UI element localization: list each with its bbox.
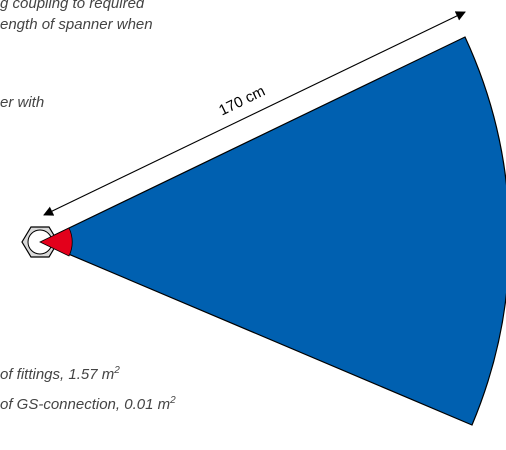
instruction-line-2: ength of spanner when <box>0 16 153 33</box>
legend-fittings: of fittings, 1.57 m2 <box>0 360 120 385</box>
dimension-label: 170 cm <box>216 83 268 120</box>
legend-fittings-exponent: 2 <box>114 365 120 376</box>
legend-fittings-text: of fittings, 1.57 m <box>0 366 115 383</box>
legend-gs-connection: of GS-connection, 0.01 m2 <box>0 390 176 415</box>
legend-gs-exponent: 2 <box>170 395 176 406</box>
gs-connection-swept-area <box>39 227 73 257</box>
instruction-line-1: g coupling to required <box>0 0 145 12</box>
dimension-arrow <box>43 11 466 216</box>
instruction-text: g coupling to required ength of spanner … <box>0 0 153 35</box>
legend-gs-text: of GS-connection, 0.01 m <box>0 396 171 413</box>
instruction-line-3: er with <box>0 94 45 111</box>
